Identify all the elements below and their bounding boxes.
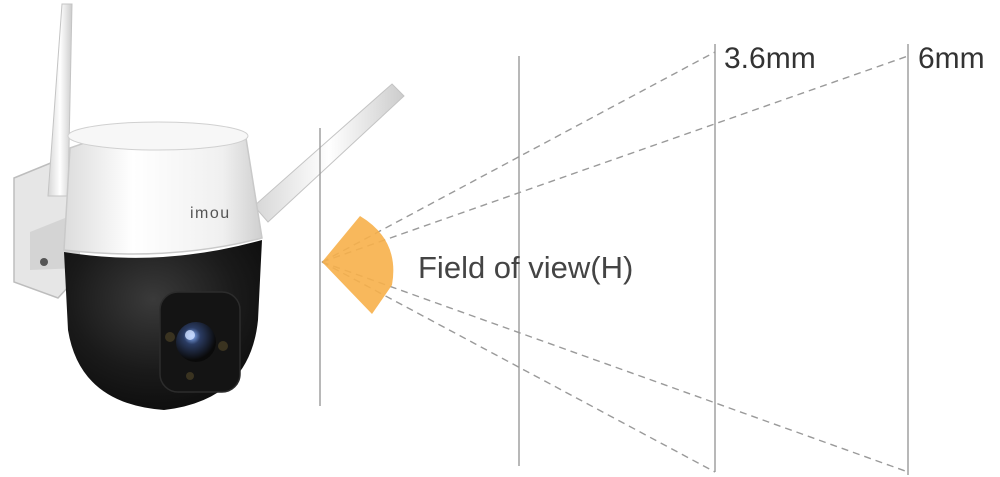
fov-label: Field of view(H) [418,250,633,285]
lens-label-3-6mm: 3.6mm [724,42,816,75]
fov-angle-wedge [322,216,394,314]
housing-top [67,121,249,151]
camera-illustration: imou [13,3,405,410]
ir-led-right [218,341,228,351]
ray-3-6mm-top [321,51,716,263]
mount-screw [40,258,48,266]
ray-6mm-bottom [321,261,909,473]
brand-logo: imou [190,205,231,222]
lens-glint [185,330,195,340]
right-antenna [253,83,405,223]
fov-lines [319,44,909,475]
ir-led-bottom [186,372,194,380]
ray-6mm-top [321,55,909,263]
ir-led-left [165,332,175,342]
lens-label-6mm: 6mm [918,42,985,75]
ray-3-6mm-bottom [321,261,716,473]
camera-lens-icon [176,322,216,362]
